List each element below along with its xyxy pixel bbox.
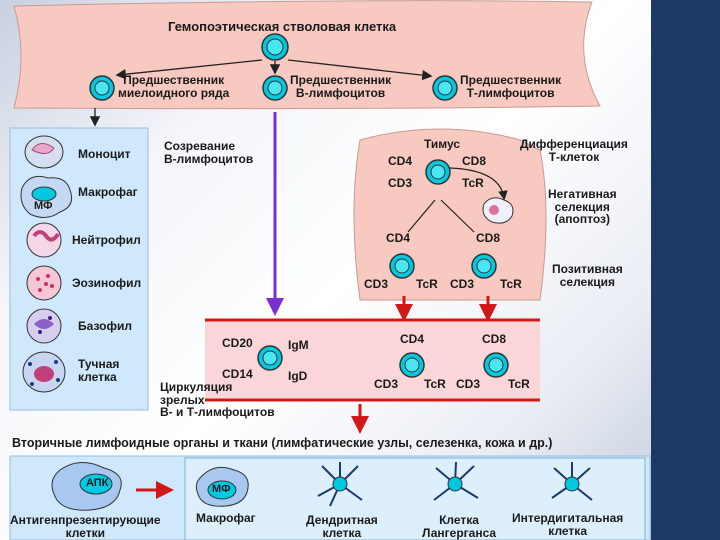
- basophil-cell: [26, 308, 62, 344]
- circ-igm: IgM: [288, 338, 309, 352]
- arrow-thymus-split-right: [440, 199, 475, 233]
- apc-label: Антигенпрезентирующие клетки: [10, 513, 161, 540]
- arrow-thymus-split-left: [407, 199, 436, 233]
- precursor-t-label: Предшественник Т-лимфоцитов: [460, 73, 562, 100]
- thymus-cd3-top: CD3: [388, 176, 413, 190]
- macrophage-tag: МФ: [34, 200, 53, 212]
- secondary-inner-box: [184, 457, 646, 540]
- b-maturation-label: Созревание В-лимфоцитов: [164, 139, 254, 166]
- secondary-macrophage-label: Макрофаг: [196, 511, 256, 525]
- secondary-mf-tag: МФ: [212, 483, 231, 495]
- positive-selection-label: Позитивная селекция: [552, 262, 623, 289]
- circ-cd4-cell: [399, 352, 425, 378]
- arrow-hsc-myeloid: [115, 59, 263, 80]
- mast-cell: [22, 351, 66, 393]
- langerhans-label: Клетка Лангерганса: [422, 513, 497, 540]
- apc-tag: АПК: [86, 477, 109, 489]
- secondary-macrophage-cell: [195, 466, 249, 507]
- circ-cd20: CD20: [222, 336, 253, 350]
- thymus-cd3-bottom-right: CD3: [450, 277, 475, 291]
- precursor-b-label: Предшественник В-лимфоцитов: [290, 73, 392, 100]
- circ-cd8-cell: [483, 352, 509, 378]
- thymus-cd8-cell: [471, 253, 497, 279]
- apoptotic-cell: [482, 197, 514, 224]
- arrow-negative-selection: [449, 167, 508, 201]
- interdigital-label: Интердигитальная клетка: [512, 511, 624, 538]
- precursor-t-cell: [432, 75, 458, 101]
- circ-b-cell: [257, 345, 283, 371]
- precursor-myeloid-cell: [89, 75, 115, 101]
- thymus-cd4-top: CD4: [388, 154, 413, 168]
- thymus-cd4-cell: [389, 253, 415, 279]
- circulation-caption: Циркуляция зрелых В- и Т-лимфоцитов: [160, 380, 275, 420]
- thymus-diff-label: Дифференциация Т-клеток: [520, 137, 628, 164]
- circ-tcr-left: TcR: [424, 377, 446, 391]
- neutrophil-label: Нейтрофил: [72, 233, 141, 247]
- arrow-hsc-t: [287, 59, 433, 81]
- basophil-label: Базофил: [78, 319, 132, 333]
- dendritic-label: Дендритная клетка: [306, 513, 378, 540]
- negative-selection-label: Негативная селекция (апоптоз): [548, 187, 617, 227]
- thymus-tcr-top: TcR: [462, 176, 484, 190]
- thymus-tcr-bottom-left: TcR: [416, 277, 438, 291]
- thymus-title: Тимус: [424, 137, 461, 151]
- circ-cd4: CD4: [400, 332, 425, 346]
- circ-igd: IgD: [288, 369, 308, 383]
- thymus-cd8-top: CD8: [462, 154, 487, 168]
- mast-label: Тучная клетка: [78, 357, 120, 384]
- thymus-dp-cell: [425, 159, 451, 185]
- monocyte-label: Моноцит: [78, 147, 131, 161]
- thymus-cd8-mid: CD8: [476, 231, 501, 245]
- secondary-title: Вторичные лимфоидные органы и ткани (лим…: [12, 436, 553, 450]
- thymus-shape: [353, 128, 547, 301]
- circ-cd3-left: CD3: [374, 377, 399, 391]
- hsc-title: Гемопоэтическая стволовая клетка: [168, 19, 397, 34]
- circ-cd3-right: CD3: [456, 377, 481, 391]
- thymus-tcr-bottom-right: TcR: [500, 277, 522, 291]
- slide-side-strip: [651, 0, 720, 540]
- thymus-cd3-bottom-left: CD3: [364, 277, 389, 291]
- thymus-cd4-mid: CD4: [386, 231, 411, 245]
- eosinophil-cell: [26, 265, 62, 301]
- macrophage-label: Макрофаг: [78, 185, 138, 199]
- circ-cd8: CD8: [482, 332, 507, 346]
- precursor-myeloid-label: Предшественник миелоидного ряда: [118, 73, 230, 100]
- neutrophil-cell: [26, 222, 62, 258]
- eosinophil-label: Эозинофил: [72, 276, 142, 290]
- precursor-b-cell: [262, 75, 288, 101]
- circ-cd14: CD14: [222, 367, 253, 381]
- apc-cell: [51, 462, 122, 511]
- monocyte-cell: [24, 135, 64, 169]
- macrophage-cell: [20, 175, 73, 218]
- circ-tcr-right: TcR: [508, 377, 530, 391]
